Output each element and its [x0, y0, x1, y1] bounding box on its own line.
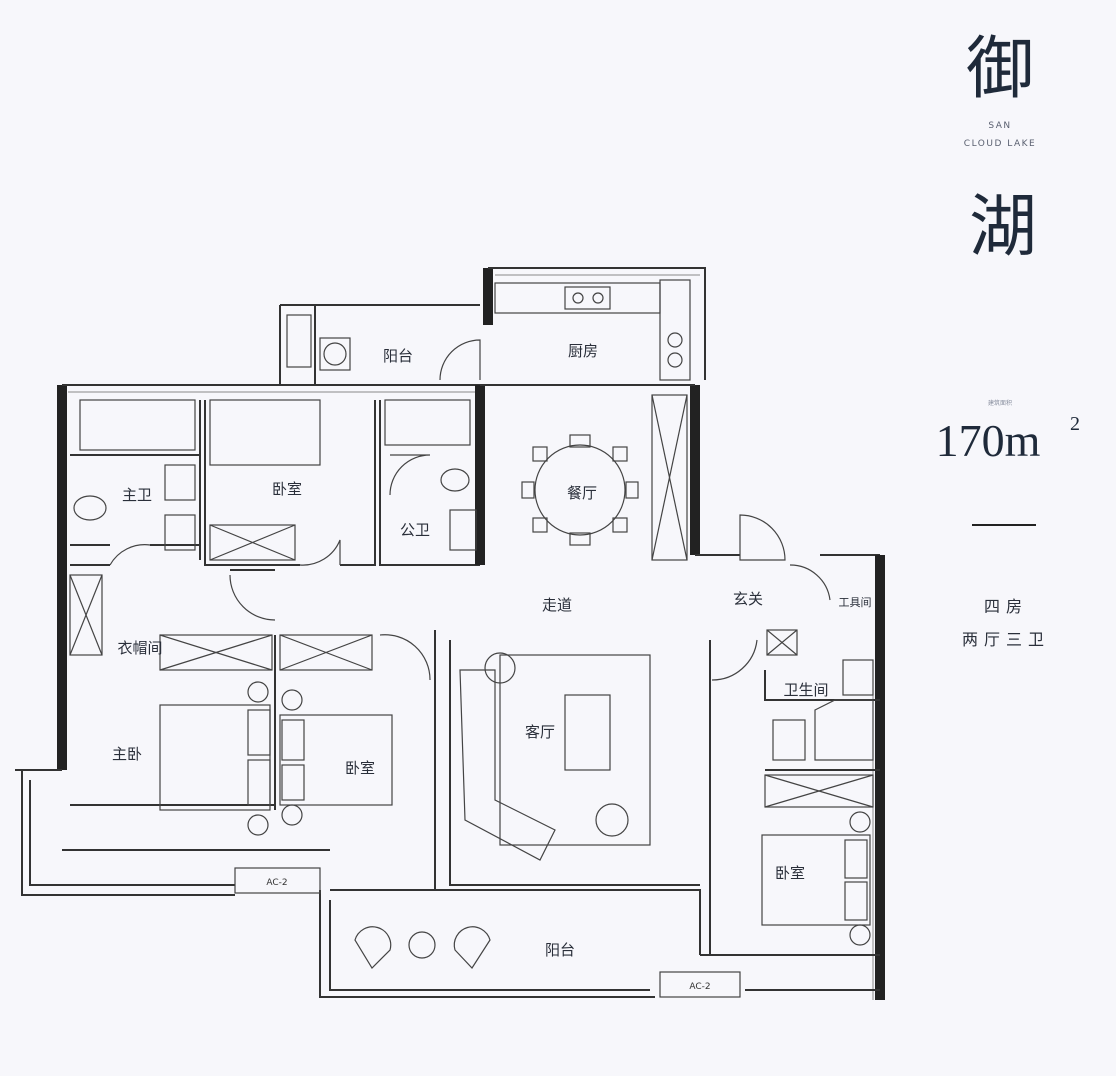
label-master-bath: 主卫 — [122, 486, 152, 504]
label-bathroom-right: 卫生间 — [783, 681, 828, 699]
brand-line-1: SAN — [988, 121, 1011, 131]
layout-line-1: 四房 — [984, 597, 1028, 616]
label-bedroom-right: 卧室 — [775, 864, 805, 882]
exterior-walls — [15, 267, 885, 1000]
label-corridor: 走道 — [542, 596, 572, 614]
label-walk-in-closet: 衣帽间 — [117, 639, 162, 657]
fixtures — [69, 279, 874, 998]
label-bedroom-top: 卧室 — [272, 480, 302, 498]
label-bedroom-mid: 卧室 — [345, 759, 375, 777]
label-public-bath: 公卫 — [400, 521, 430, 539]
ac-label-right: AC-2 — [689, 982, 710, 992]
room-labels: 阳台 厨房 主卫 卧室 公卫 餐厅 走道 玄关 工具间 衣帽间 卫生间 主卧 卧… — [112, 342, 872, 992]
label-utility: 工具间 — [839, 596, 872, 609]
layout-line-2: 两厅三卫 — [962, 630, 1050, 649]
door-arcs — [109, 339, 831, 681]
area-small-label: 建筑面积 — [988, 399, 1012, 407]
label-kitchen: 厨房 — [568, 342, 598, 360]
ac-label-left: AC-2 — [266, 878, 287, 888]
area-unit-superscript: 2 — [1070, 413, 1080, 435]
label-living: 客厅 — [525, 723, 555, 741]
title-char-1: 御 — [966, 30, 1034, 109]
label-balcony-top: 阳台 — [383, 347, 413, 365]
brand-line-2: CLOUD LAKE — [964, 139, 1036, 149]
label-entrance: 玄关 — [733, 590, 763, 608]
interior-walls — [70, 384, 880, 955]
label-master-bedroom: 主卧 — [112, 745, 142, 763]
label-balcony-bottom: 阳台 — [545, 941, 575, 959]
title-char-2: 湖 — [969, 188, 1037, 267]
label-dining: 餐厅 — [567, 484, 597, 502]
area-value: 170m — [936, 415, 1041, 466]
